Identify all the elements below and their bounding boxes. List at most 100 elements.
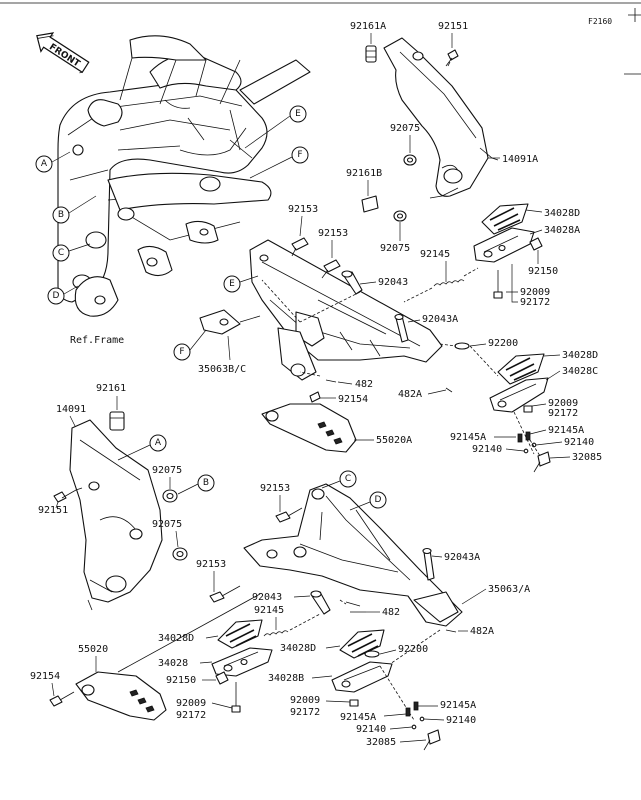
label-34028: 34028 [158, 658, 188, 669]
label-34028d-bl: 34028D [158, 633, 194, 644]
callout-d-frame: D [47, 287, 65, 305]
spring-92145-bottom [263, 630, 289, 637]
pin-92145a-b1 [413, 701, 419, 711]
washer-92200-bottom [364, 650, 380, 658]
label-32085-b: 32085 [366, 737, 396, 748]
pin-92145a-b2 [405, 707, 411, 717]
bolt-92153-c [275, 507, 303, 523]
svg-text:C: C [345, 474, 351, 484]
label-92200-top: 92200 [488, 338, 518, 349]
pin-92145a-left [517, 433, 523, 443]
label-92140-r2: 92140 [472, 444, 502, 455]
svg-text:F: F [297, 150, 302, 160]
footpeg-34028b [331, 661, 393, 693]
cotter-482-bottom [345, 601, 366, 613]
label-482-b: 482 [382, 607, 400, 618]
label-34028d-top: 34028D [544, 208, 580, 219]
figure-id: F2160 [588, 17, 612, 26]
label-35063a: 35063/A [488, 584, 530, 595]
label-34028d-bm: 34028D [280, 643, 316, 654]
label-34028a: 34028A [544, 225, 580, 236]
clevis-pin-32085-bottom [423, 729, 441, 751]
label-92009-r: 92009 [548, 398, 578, 409]
callout-b-guard: B [197, 474, 215, 492]
label-34028d-r: 34028D [562, 350, 598, 361]
callout-c-bracket: C [339, 470, 357, 488]
label-55020: 55020 [78, 644, 108, 655]
bolt-92151-top [445, 49, 459, 67]
callout-e-bracket: E [223, 275, 241, 293]
label-92151-top: 92151 [438, 21, 468, 32]
bolt-92154-top [309, 391, 321, 403]
callout-f-bracket: F [173, 343, 191, 361]
label-92172-b1: 92172 [176, 710, 206, 721]
svg-text:B: B [203, 478, 209, 488]
label-92153-b: 92153 [318, 228, 348, 239]
label-92161b: 92161B [346, 168, 382, 179]
label-92075-mid: 92075 [380, 243, 410, 254]
footrest-bracket-35063a [243, 483, 463, 627]
bolt-92009-bl [231, 682, 241, 713]
label-92140-b1: 92140 [446, 715, 476, 726]
svg-text:D: D [53, 291, 60, 301]
label-92153-c: 92153 [260, 483, 290, 494]
motorcycle-frame-drawing [57, 35, 311, 317]
label-92161: 92161 [96, 383, 126, 394]
footpeg-rubber-34028d-bl [217, 619, 263, 649]
footpeg-34028c [489, 377, 549, 413]
label-92043-b: 92043 [252, 592, 282, 603]
grommet-92161b [361, 195, 379, 213]
footpeg-34028 [211, 647, 273, 677]
bolt-92150-top [529, 237, 543, 251]
front-arrow: FRONT [36, 32, 90, 74]
pin-92043-bottom [310, 590, 331, 615]
label-92145-top: 92145 [420, 249, 450, 260]
footpeg-34028a [473, 227, 535, 263]
bolt-92009-top [493, 270, 503, 299]
bolt-92154-bottom [49, 691, 75, 707]
svg-text:E: E [229, 279, 235, 289]
label-92009-b2: 92009 [290, 695, 320, 706]
label-92145a-r: 92145A [548, 425, 584, 436]
heel-plate-55020 [75, 671, 167, 721]
label-34028c: 34028C [562, 366, 598, 377]
pin-92043-top [341, 270, 363, 295]
pin-92043a-bottom [422, 547, 435, 581]
label-92153-a: 92153 [288, 204, 318, 215]
grommet-92161 [109, 411, 125, 431]
ref-frame-label: Ref.Frame [70, 335, 124, 346]
bolt-92153-b [321, 259, 341, 279]
label-92009-b1: 92009 [176, 698, 206, 709]
grommet-92161a [365, 45, 377, 63]
bolt-92151-bottom [53, 487, 83, 503]
label-92043a-b: 92043A [444, 552, 480, 563]
label-55020a: 55020A [376, 435, 412, 446]
bolt-92153-d [209, 585, 241, 603]
label-92075-top: 92075 [390, 123, 420, 134]
collar-92075-b2 [172, 547, 188, 561]
label-92009-top: 92009 [520, 287, 550, 298]
heel-guard-14091 [69, 419, 163, 611]
callout-a-frame: A [35, 155, 53, 173]
callout-d-bracket: D [369, 491, 387, 509]
label-92151-b: 92151 [38, 505, 68, 516]
label-34028b: 34028B [268, 673, 304, 684]
label-92145-b: 92145 [254, 605, 284, 616]
footpeg-rubber-34028d-right [497, 353, 545, 385]
label-92161a: 92161A [350, 21, 386, 32]
footpeg-rubber-34028d-top [481, 203, 529, 235]
label-92075-b2: 92075 [152, 519, 182, 530]
svg-text:C: C [58, 248, 64, 258]
label-92172-r: 92172 [548, 408, 578, 419]
label-482a-b: 482A [470, 626, 494, 637]
label-92153-d: 92153 [196, 559, 226, 570]
bolt-92153-a [291, 237, 309, 257]
collar-92075-mid [393, 210, 407, 222]
label-32085-top: 32085 [572, 452, 602, 463]
clevis-pin-32085-top [533, 451, 551, 473]
label-14091a: 14091A [502, 154, 538, 165]
label-482-top: 482 [355, 379, 373, 390]
callout-a-guard: A [149, 434, 167, 452]
sheet-border-marks [0, 2, 641, 75]
